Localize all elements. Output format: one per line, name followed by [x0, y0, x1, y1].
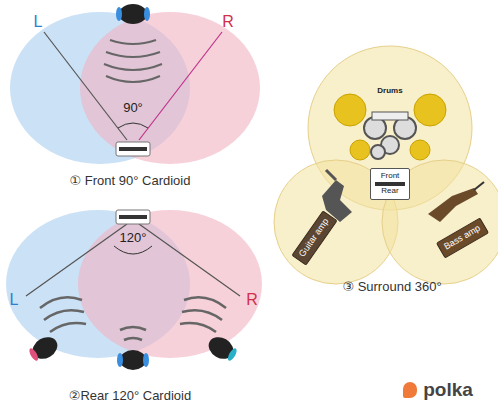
- angle-label: 90°: [123, 101, 143, 115]
- channel-label: L: [10, 291, 19, 309]
- watermark-logo: [403, 382, 417, 398]
- recorder-device: FrontRear: [370, 168, 410, 200]
- channel-label: R: [222, 13, 234, 31]
- caption: ③ Surround 360°: [342, 280, 441, 294]
- channel-label: L: [34, 13, 43, 31]
- drums-label: Drums: [377, 87, 402, 96]
- node-text: Rear: [381, 187, 398, 196]
- caption: ① Front 90° Cardioid: [70, 174, 191, 188]
- watermark: polka: [423, 380, 473, 401]
- device-slot: [375, 182, 405, 186]
- node-text: Front: [381, 172, 400, 181]
- channel-label: R: [246, 291, 258, 309]
- caption: ②Rear 120° Cardioid: [69, 389, 191, 403]
- angle-label: 120°: [120, 231, 147, 245]
